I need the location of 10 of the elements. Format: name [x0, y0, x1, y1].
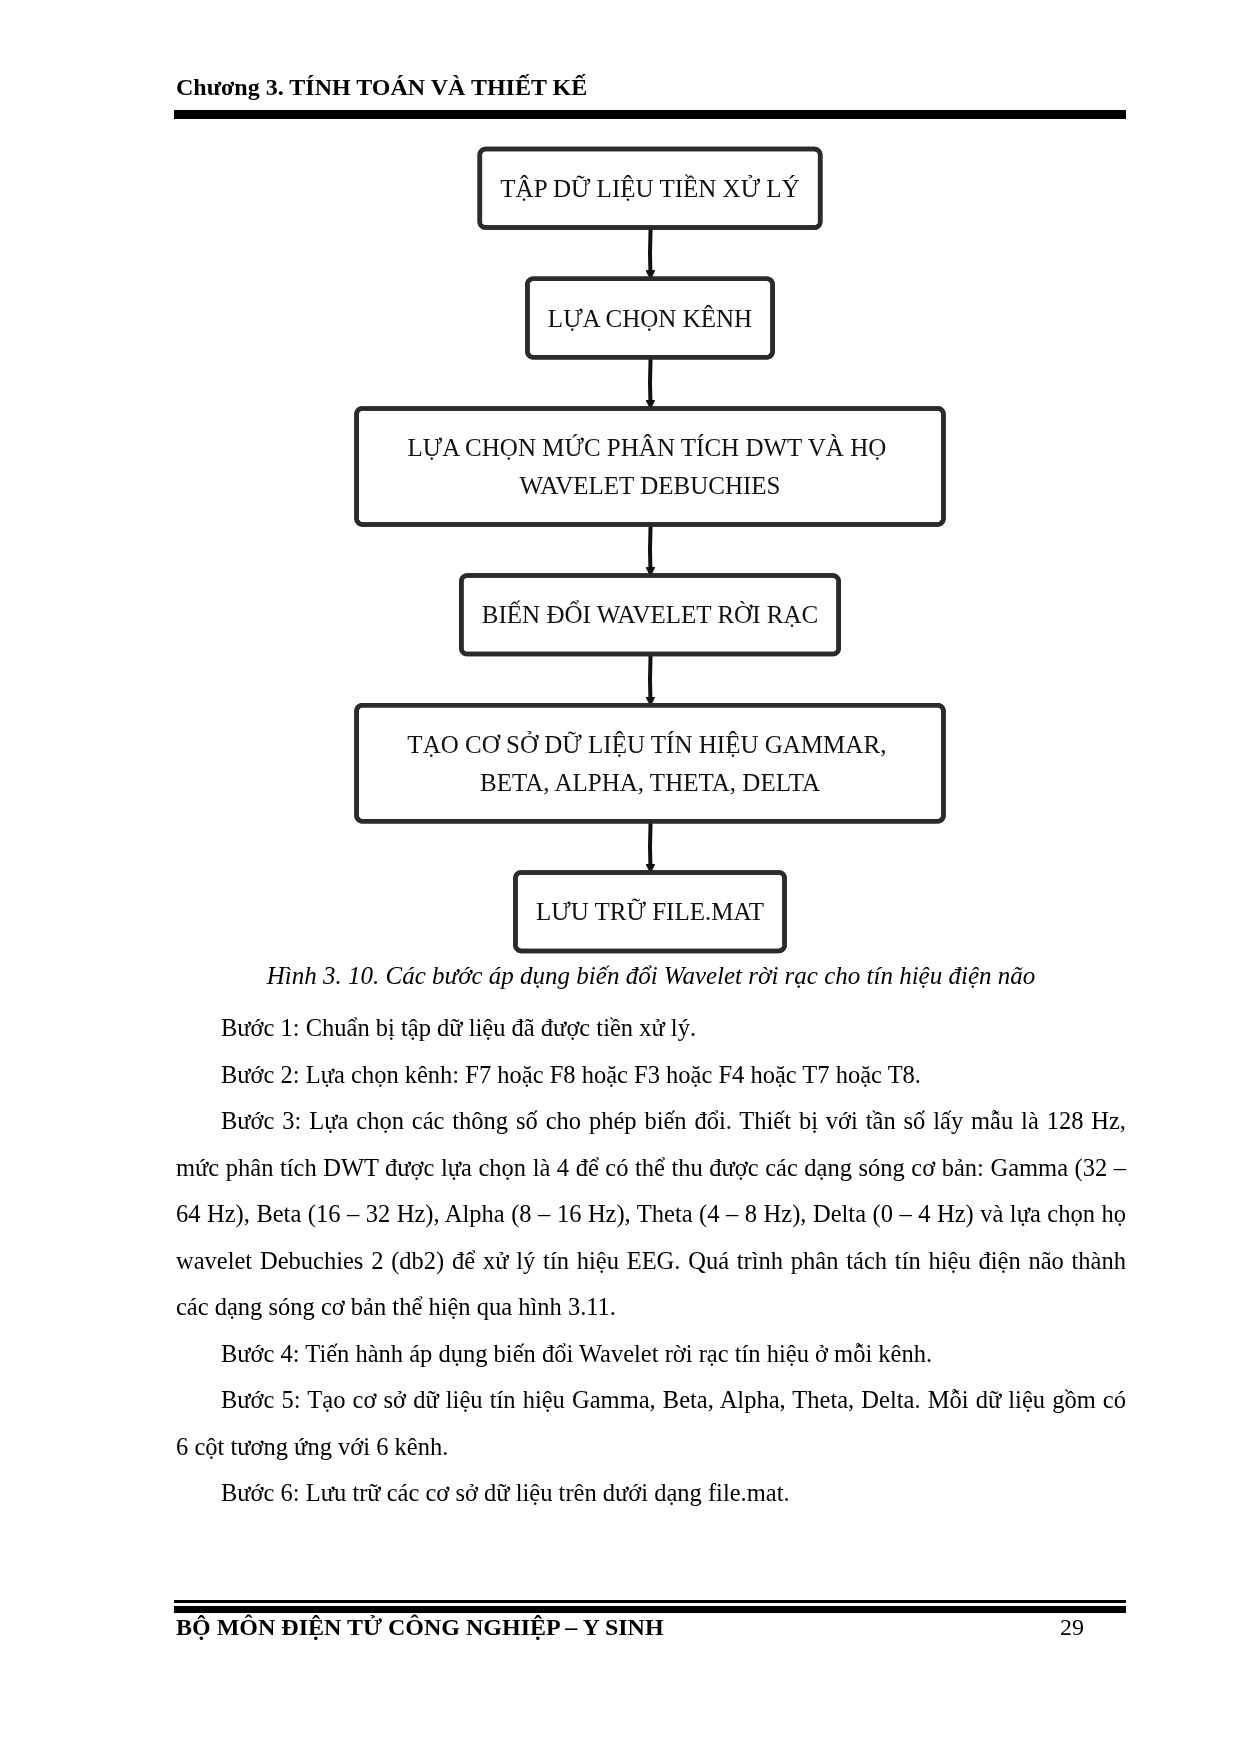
paragraph: Bước 6: Lưu trữ các cơ sở dữ liệu trên dưới dạng file.mat. [220, 1478, 791, 1508]
paragraph: Bước 1: Chuẩn bị tập dữ liệu đã được tiền xử lý. [220, 1013, 698, 1043]
paragraph: Bước 5: Tạo cơ sở dữ liệu tín hiệu Gamma, Beta, Alpha, Theta, Delta. Mỗi dữ liệu gồm có 6 cột tương ứng với 6 kênh. [176, 1385, 1126, 1462]
page-number: 29 [1060, 1614, 1084, 1641]
running-header: Chương 3. TÍNH TOÁN VÀ THIẾT KẾ [176, 74, 588, 101]
footer-text: BỘ MÔN ĐIỆN TỬ CÔNG NGHIỆP – Y SINH [176, 1614, 664, 1641]
paragraph: Bước 2: Lựa chọn kênh: F7 hoặc F8 hoặc F3 hoặc F4 hoặc T7 hoặc T8. [220, 1059, 922, 1090]
paragraph: Bước 3: Lựa chọn các thông số cho phép biến đổi. Thiết bị với tần số lấy mẫu là 128 Hz, mức phân tích DWT được lựa chọn là 4 để có thể thu được các dạng sóng cơ bản: Gamma (32 – 64 Hz), Beta (16 – 32 Hz), Alpha (8 – 16 Hz), Theta (4 – 8 Hz), Delta (0 – 4 Hz) và lựa chọn họ wavelet Debuchies 2 (db2) để xử lý tín hiệu EEG. Quá trình phân tách tín hiệu điện não thành các dạng sóng cơ bản thể hiện qua hình 3.11. [176, 1106, 1126, 1322]
figure-caption: Hình 3. 10. Các bước áp dụng biến đổi Wavelet rời rạc cho tín hiệu điện não [265, 962, 1037, 990]
paragraph: Bước 4: Tiến hành áp dụng biến đổi Wavelet rời rạc tín hiệu ở mỗi kênh. [220, 1338, 934, 1369]
